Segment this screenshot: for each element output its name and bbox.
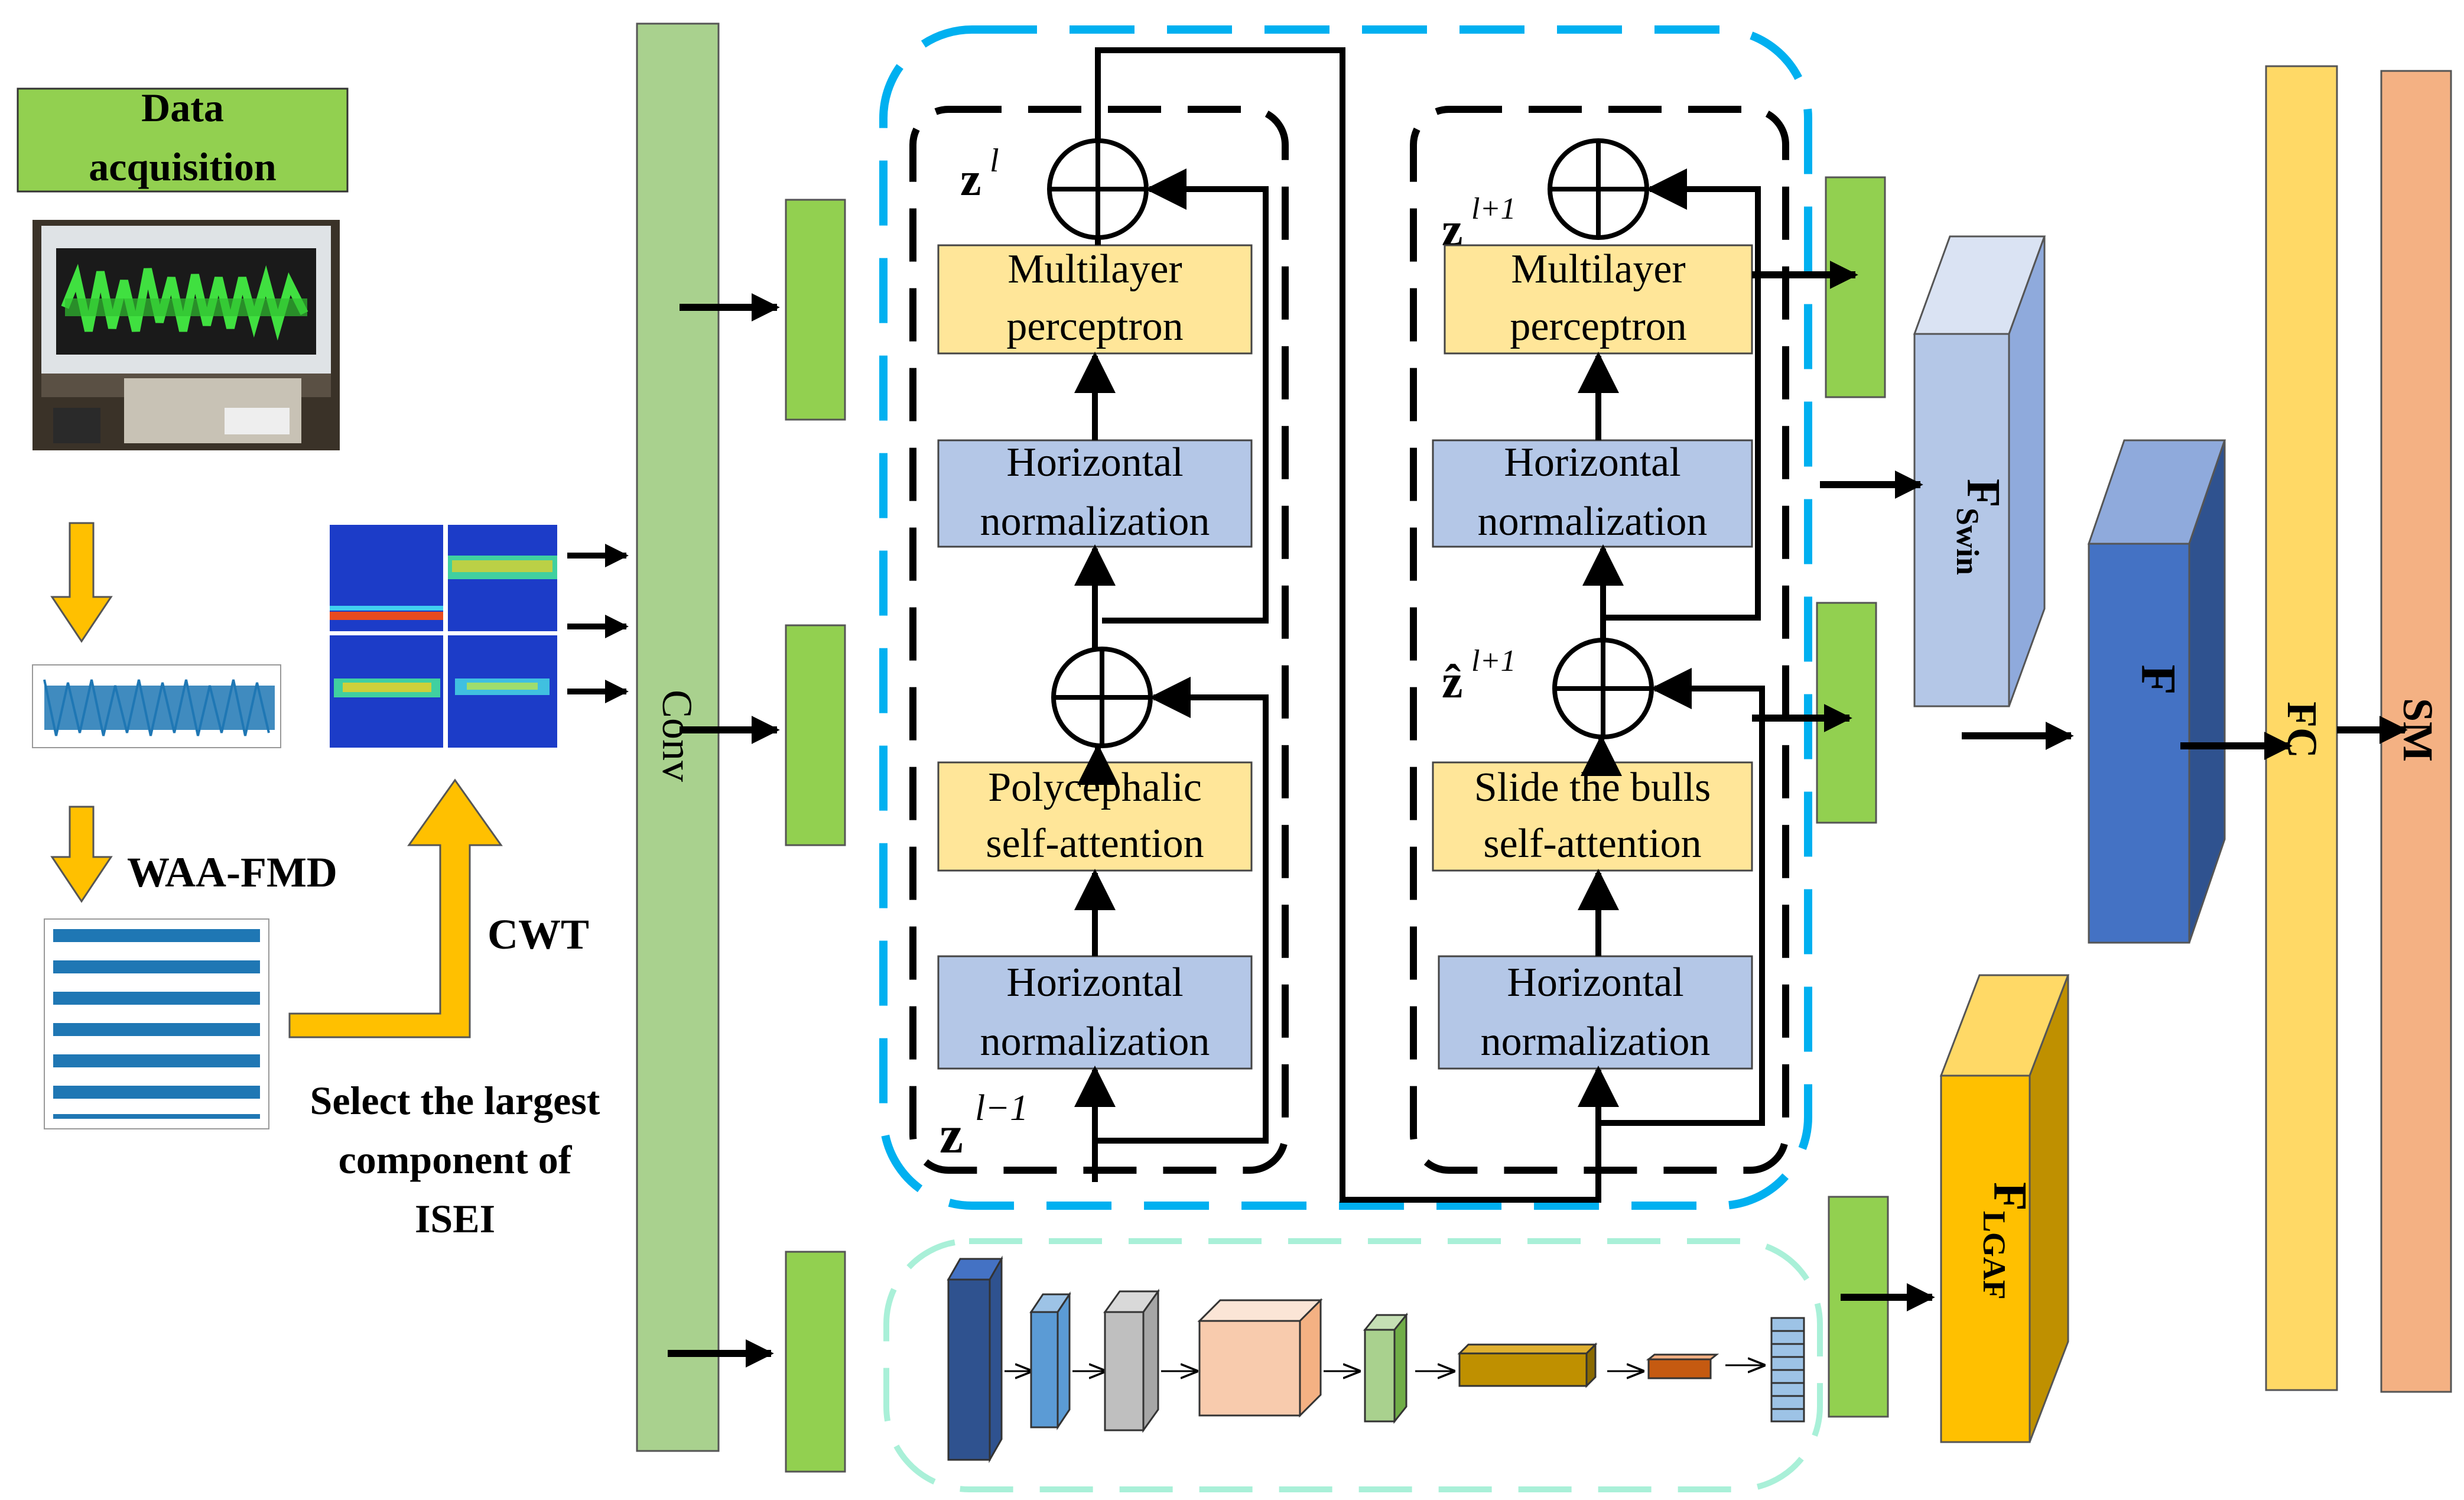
left-z-top-sup: l [990, 142, 999, 179]
raw-signal-plot [32, 664, 281, 748]
select-text-line3: ISEI [415, 1196, 495, 1241]
block-left-border [909, 106, 1289, 1174]
data-acquisition-group: Data acquisition [17, 85, 349, 193]
f-main-block: F [2087, 439, 2226, 944]
block-right: z l+1 Multilayer perceptron Horizontal n… [1432, 138, 1765, 1129]
swin-feature-box-2 [1816, 602, 1877, 824]
f-swin-sub: Swin [1950, 508, 1985, 575]
right-z-mid-sup: l+1 [1471, 644, 1516, 678]
orange-arrow-down-2 [50, 806, 113, 903]
f-lgaf-main: F [1984, 1182, 2036, 1211]
swin-feature-box-1 [1825, 176, 1886, 398]
left-norm-top-box [937, 439, 1253, 548]
block-link-wire [1095, 47, 1601, 1203]
acquisition-photo [32, 220, 340, 450]
feature-box-2 [785, 624, 846, 846]
f-lgaf-sub: LGAF [1977, 1211, 2012, 1300]
left-norm-bottom-box [937, 955, 1253, 1070]
left-mlp-line2: perceptron [1006, 304, 1183, 349]
f-swin-block: FSwin [1913, 235, 2046, 707]
left-norm-bottom-line1: Horizontal [1006, 960, 1183, 1005]
right-norm-top-box [1432, 439, 1753, 548]
right-mlp-box [1444, 244, 1753, 355]
right-norm-bottom-line1: Horizontal [1507, 960, 1683, 1005]
select-text-line2: component of [339, 1137, 573, 1182]
right-norm-bottom-line2: normalization [1481, 1019, 1711, 1064]
orange-arrow-down-1 [50, 522, 113, 643]
cwt-label: CWT [487, 911, 589, 958]
right-attention-line1: Slide the bulls [1474, 765, 1711, 810]
f-swin-label: FSwin [1950, 479, 2009, 575]
data-acquisition-box [17, 87, 349, 193]
right-attention-box [1432, 761, 1753, 872]
left-z-top: z [960, 154, 981, 206]
right-norm-bottom-box [1438, 955, 1753, 1070]
left-mlp-line1: Multilayer [1007, 246, 1182, 292]
right-z-top-sup: l+1 [1471, 192, 1516, 226]
feature-box-1 [785, 199, 846, 421]
fc-label: FC [2278, 702, 2326, 758]
left-norm-top-line2: normalization [980, 499, 1210, 544]
right-mlp-line1: Multilayer [1511, 246, 1685, 292]
cwt-images [330, 525, 557, 748]
right-norm-top-line1: Horizontal [1504, 440, 1680, 485]
left-z-bottom-sup: l−1 [975, 1088, 1028, 1128]
orange-cwt-arrow [288, 778, 503, 1038]
cnn-branch [947, 1255, 1805, 1463]
decomposition-plots [44, 918, 269, 1129]
left-attention-line2: self-attention [986, 821, 1204, 866]
left-norm-top-line1: Horizontal [1006, 440, 1183, 485]
method-label: WAA-FMD [127, 849, 337, 896]
feature-box-3 [785, 1251, 846, 1473]
conv-label: Conv [654, 690, 701, 782]
left-norm-bottom-line2: normalization [980, 1019, 1210, 1064]
f-main-label: F [2131, 664, 2186, 694]
f-swin-main: F [1957, 479, 2009, 508]
left-attention-line1: Polycephalic [988, 765, 1202, 810]
data-acquisition-line2: acquisition [89, 144, 276, 189]
block-left: z l Multilayer perceptron Horizontal nor… [937, 138, 1269, 1182]
swin-container [879, 25, 1812, 1210]
f-lgaf-label: FLGAF [1977, 1182, 2036, 1300]
left-mlp-box [937, 244, 1253, 355]
right-mlp-line2: perceptron [1510, 304, 1686, 349]
left-z-bottom: z [940, 1106, 963, 1164]
f-lgaf-block: FLGAF [1939, 974, 2070, 1443]
right-z-mid: ẑ [1442, 656, 1463, 708]
right-attention-line2: self-attention [1483, 821, 1701, 866]
data-acquisition-line1: Data [141, 85, 224, 130]
fc-layer [2265, 65, 2338, 1391]
select-text-line1: Select the largest [310, 1078, 600, 1123]
right-norm-top-line2: normalization [1478, 499, 1708, 544]
lgaf-feature-box [1828, 1196, 1889, 1418]
conv-layer [636, 22, 720, 1452]
